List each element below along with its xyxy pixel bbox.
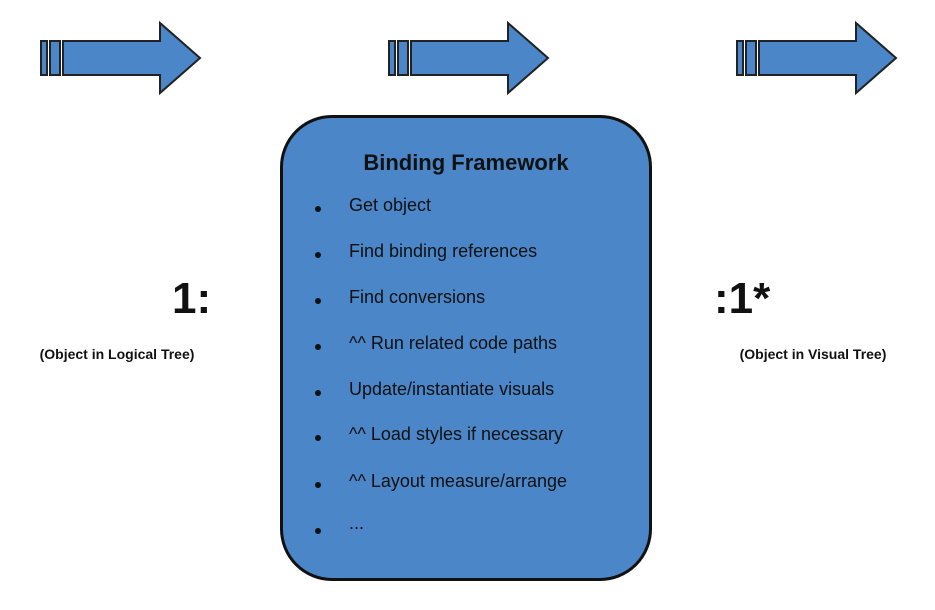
arrow-1 [40,20,202,96]
bullet-icon [315,344,321,350]
list-item: Find binding references [349,241,538,261]
arrow-2 [388,20,550,96]
bullet-icon [315,528,321,534]
left-ratio: 1: [172,274,212,323]
list-item: Get object [349,195,432,215]
bullet-icon [315,435,321,441]
list-item: Update/instantiate visuals [349,379,555,399]
arrow-3 [736,20,898,96]
list-item: Find conversions [349,287,486,307]
list-item: ... [349,513,365,533]
list-item: ^^ Layout measure/arrange [349,471,568,491]
left-label: (Object in Logical Tree) [39,346,195,362]
right-label: (Object in Visual Tree) [739,346,887,362]
bullet-icon [315,206,321,212]
list-item: ^^ Load styles if necessary [349,424,563,444]
box-title: Binding Framework [363,150,569,175]
bullet-icon [315,390,321,396]
list-item: ^^ Run related code paths [349,333,558,353]
right-ratio: :1* [714,274,771,323]
binding-framework-box: Binding Framework Get object Find bindin… [280,115,652,581]
bullet-icon [315,298,321,304]
bullet-icon [315,482,321,488]
bullet-icon [315,252,321,258]
